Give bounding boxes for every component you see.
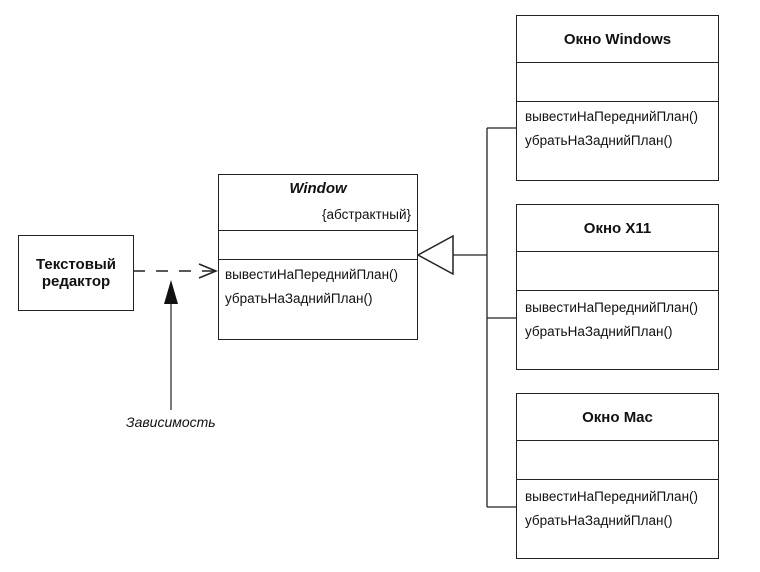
operation-send-to-back: убратьНаЗаднийПлан() xyxy=(525,133,673,148)
operation-bring-to-front: вывестиНаПереднийПлан() xyxy=(225,267,399,282)
mac-window-header: Окно Mac xyxy=(517,394,718,441)
text-editor-box[interactable]: Текстовый редактор xyxy=(18,235,134,311)
operation-send-to-back: убратьНаЗаднийПлан() xyxy=(525,324,673,339)
generalization-triangle xyxy=(416,234,454,276)
mac-window-attributes xyxy=(517,441,718,480)
mac-window-class-box[interactable]: Окно Mac вывестиНаПереднийПлан() убратьН… xyxy=(516,393,719,559)
window-class-header: Window {абстрактный} xyxy=(219,175,417,231)
operation-bring-to-front: вывестиНаПереднийПлан() xyxy=(525,300,699,315)
mac-window-operations: вывестиНаПереднийПлан() убратьНаЗаднийПл… xyxy=(517,480,718,533)
window-class-box[interactable]: Window {абстрактный} вывестиНаПереднийПл… xyxy=(218,174,418,340)
windows-window-attributes xyxy=(517,63,718,102)
x11-window-header: Окно X11 xyxy=(517,205,718,252)
text-editor-label-line1: Текстовый xyxy=(36,256,116,273)
windows-window-header: Окно Windows xyxy=(517,16,718,63)
annotation-arrowhead xyxy=(164,280,178,304)
windows-window-class-box[interactable]: Окно Windows вывестиНаПереднийПлан() убр… xyxy=(516,15,719,181)
x11-window-operations: вывестиНаПереднийПлан() убратьНаЗаднийПл… xyxy=(517,291,718,344)
windows-window-name: Окно Windows xyxy=(563,31,672,48)
x11-window-attributes xyxy=(517,252,718,291)
window-class-stereotype: {абстрактный} xyxy=(322,207,411,222)
operation-send-to-back: убратьНаЗаднийПлан() xyxy=(525,513,673,528)
window-class-operations: вывестиНаПереднийПлан() убратьНаЗаднийПл… xyxy=(219,260,417,311)
dependency-arrowhead xyxy=(198,263,218,279)
window-class-attributes xyxy=(219,231,417,260)
text-editor-label-line2: редактор xyxy=(41,273,111,290)
dependency-label: Зависимость xyxy=(126,414,216,430)
x11-window-name: Окно X11 xyxy=(583,220,652,237)
windows-window-operations: вывестиНаПереднийПлан() убратьНаЗаднийПл… xyxy=(517,102,718,153)
operation-bring-to-front: вывестиНаПереднийПлан() xyxy=(525,489,699,504)
operation-bring-to-front: вывестиНаПереднийПлан() xyxy=(525,109,699,124)
operation-send-to-back: убратьНаЗаднийПлан() xyxy=(225,291,373,306)
x11-window-class-box[interactable]: Окно X11 вывестиНаПереднийПлан() убратьН… xyxy=(516,204,719,370)
mac-window-name: Окно Mac xyxy=(582,409,653,426)
window-class-name: Window xyxy=(289,180,347,197)
